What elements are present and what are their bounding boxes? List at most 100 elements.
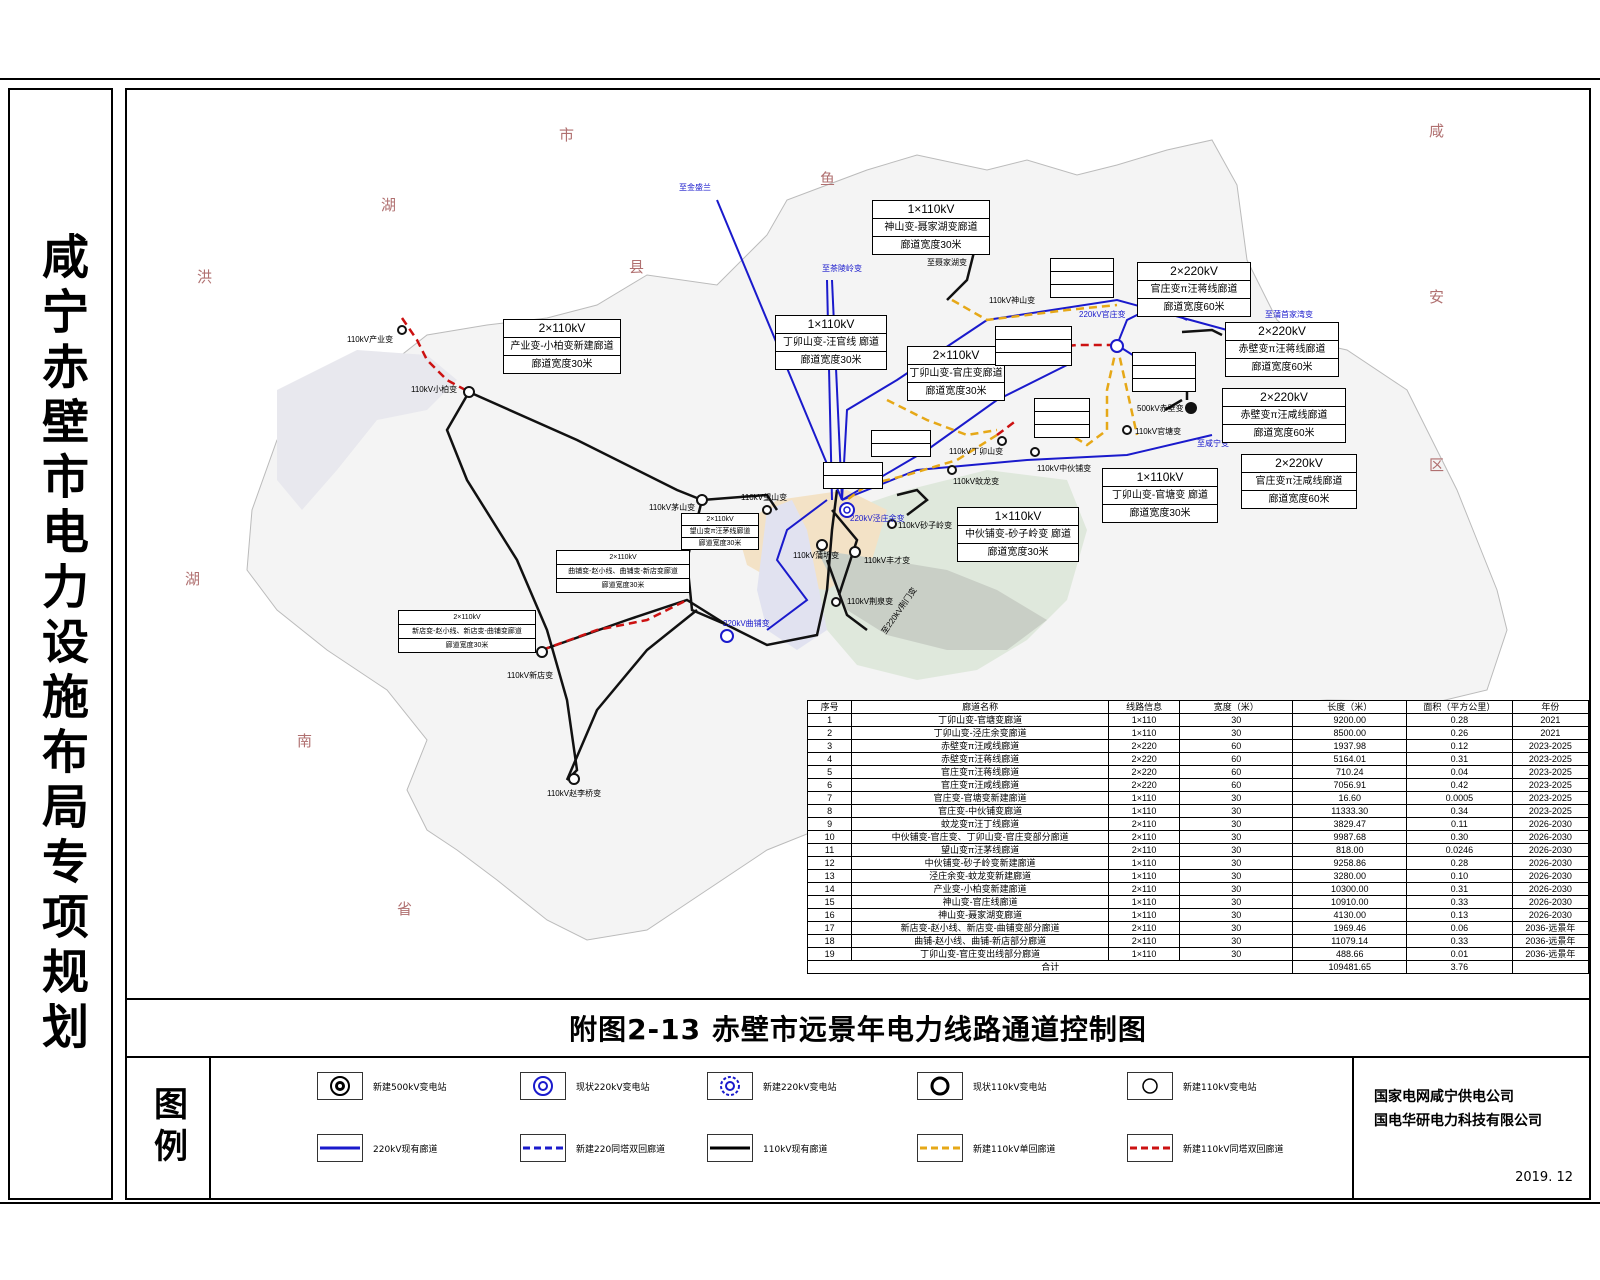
corridor-box[interactable]: 1×110kV 丁卯山变-汪官线 廊道 廊道宽度30米 [775,315,887,370]
corridor-voltage: 2×110kV [557,551,689,565]
table-cell: 2023-2025 [1511,739,1590,753]
line-blue-solid-icon [317,1134,363,1162]
table-cell: 30 [1178,817,1294,831]
legend-item: 新建110kV单回廊道 [917,1134,1056,1162]
corridor-voltage: 2×110kV [504,320,620,338]
table-cell: 2×110 [1108,934,1180,948]
table-header: 廊道名称 [851,700,1110,714]
corridor-width: 廊道宽度60米 [1163,302,1225,313]
table-cell: 30 [1178,726,1294,740]
table-cell: 官庄变π汪蒋线廊道 [851,765,1110,779]
corridor-width: 廊道宽度30米 [900,240,962,251]
corridor-box[interactable]: 2×110kV 新店变-赵小线、新店变-曲铺变廊道 廊道宽度30米 [398,610,536,653]
table-cell [1511,960,1590,974]
table-cell: 望山变π汪茅线廊道 [851,843,1110,857]
table-cell: 2036-远景年 [1511,934,1590,948]
region-label: 鱼 [820,170,836,188]
table-cell: 11 [806,843,853,857]
table-cell: 2021 [1511,726,1590,740]
corridor-box[interactable]: 1×110kV 神山变-聂家湖变廊道 廊道宽度30米 [872,200,990,255]
table-cell: 6 [806,778,853,792]
legend-heading-cell: 图例 [127,1058,211,1198]
map-area[interactable]: 市 鱼 县 湖 洪 湖 南 省 咸 安 区 110kV产业变 110kV小柏变 … [125,88,1591,1000]
table-cell: 官庄变-官塘变新建廊道 [851,791,1110,805]
table-cell: 2026-2030 [1511,895,1590,909]
corridor-box[interactable]: 2×110kV 丁卯山变-官庄变廊道 廊道宽度30米 [907,346,1005,401]
empty-callout-box [995,326,1072,366]
table-cell: 3 [806,739,853,753]
empty-callout-box [871,430,931,457]
table-cell: 1969.46 [1292,921,1407,935]
corridor-width: 廊道宽度30米 [531,359,593,370]
company-panel: 国家电网咸宁供电公司 国电华研电力科技有限公司 2019. 12 [1352,1058,1591,1200]
table-cell: 818.00 [1292,843,1407,857]
station-label: 至咸宁变 [1197,439,1229,448]
table-cell: 2036-远景年 [1511,947,1590,961]
table-header: 面积（平方公里） [1405,700,1513,714]
side-title-panel: 咸宁赤壁市电力设施布局专项规划 [8,88,113,1200]
table-cell: 1×110 [1108,726,1180,740]
corridor-box[interactable]: 2×110kV 产业变-小柏变新建廊道 廊道宽度30米 [503,319,621,374]
table-cell: 2026-2030 [1511,908,1590,922]
table-cell: 2026-2030 [1511,830,1590,844]
ring-black-thin-icon [1127,1072,1173,1100]
table-cell: 产业变-小柏变新建廊道 [851,882,1110,896]
corridor-name: 丁卯山变-官塘变 廊道 [1103,487,1217,505]
station-label: 至茶陵岭变 [822,264,862,273]
table-cell: 488.66 [1292,947,1407,961]
corridor-width: 廊道宽度30米 [1129,508,1191,519]
legend-label: 110kV现有廊道 [763,1144,828,1155]
legend-heading: 图例 [147,1086,188,1170]
corridor-box[interactable]: 2×110kV 曲铺变-赵小线、曲铺变-新店变廊道 廊道宽度30米 [556,550,690,593]
corridor-width: 廊道宽度60米 [1268,494,1330,505]
table-cell: 丁卯山变-官塘变廊道 [851,713,1110,727]
corridor-name: 新店变-赵小线、新店变-曲铺变廊道 [399,625,535,639]
table-cell: 30 [1178,882,1294,896]
table-cell: 30 [1178,856,1294,870]
table-cell: 2023-2025 [1511,765,1590,779]
table-cell: 30 [1178,804,1294,818]
station-label: 110kV赵李桥变 [547,789,602,798]
corridor-voltage: 2×110kV [399,611,535,625]
corridor-width: 廊道宽度60米 [1251,362,1313,373]
table-cell: 2×110 [1108,882,1180,896]
corridor-box[interactable]: 2×220kV 赤壁变π汪咸线廊道 廊道宽度60米 [1222,388,1346,443]
table-cell: 9987.68 [1292,830,1407,844]
table-cell: 60 [1178,765,1294,779]
water-area [277,350,457,510]
table-cell: 60 [1178,752,1294,766]
substation-500-marker [1185,402,1197,414]
corridor-box[interactable]: 1×110kV 中伙铺变-砂子岭变 廊道 廊道宽度30米 [957,507,1079,562]
legend-panel: 图例 新建500kV变电站 现状220kV变电站 新建220kV变电站 现状11… [125,1058,1591,1200]
station-label: 110kV官塘变 [1135,427,1182,436]
table-cell: 2026-2030 [1511,856,1590,870]
corridor-box[interactable]: 2×110kV 望山变π汪茅线廊道 廊道宽度30米 [681,513,759,550]
table-cell: 2×220 [1108,765,1180,779]
corridor-box[interactable]: 1×110kV 丁卯山变-官塘变 廊道 廊道宽度30米 [1102,468,1218,523]
corridor-box[interactable]: 2×220kV 赤壁变π汪蒋线廊道 廊道宽度60米 [1225,322,1339,377]
legend-label: 新建220kV变电站 [763,1082,837,1093]
corridor-voltage: 1×110kV [1103,469,1217,487]
corridor-box[interactable]: 2×220kV 官庄变π汪咸线廊道 廊道宽度60米 [1241,454,1357,509]
table-cell: 8 [806,804,853,818]
table-total-label: 合计 [806,960,1294,974]
station-label: 110kV茅山变 [649,503,696,512]
legend-label: 新建110kV单回廊道 [973,1144,1056,1155]
table-cell: 30 [1178,713,1294,727]
station-label: 110kV产业变 [347,335,394,344]
water-area [757,500,827,650]
corridor-box[interactable]: 2×220kV 官庄变π汪蒋线廊道 廊道宽度60米 [1137,262,1251,317]
legend-label: 新建110kV变电站 [1183,1082,1257,1093]
station-label: 110kV中伙铺变 [1037,464,1092,473]
table-cell: 2 [806,726,853,740]
map-title-bar: 附图2-13 赤壁市远景年电力线路通道控制图 [125,1000,1591,1058]
table-cell: 新店变-赵小线、新店变-曲铺变部分廊道 [851,921,1110,935]
